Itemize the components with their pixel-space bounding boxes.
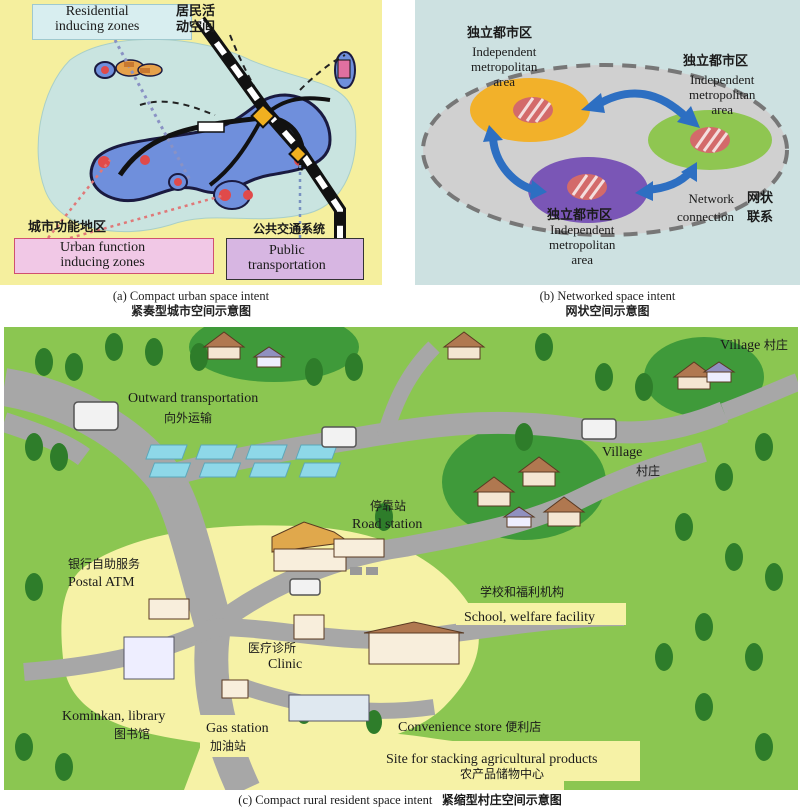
agri-zh: 农产品储物中心 bbox=[460, 767, 545, 781]
gas-en: Gas station bbox=[206, 721, 269, 736]
panel-c-rural: Village 村庄 Outward transportation 向外运输 V… bbox=[4, 327, 798, 790]
caption-c: (c) Compact rural resident space intent … bbox=[0, 793, 800, 808]
network-en: Network connection bbox=[677, 191, 735, 224]
metro-3-zh: 独立都市区 bbox=[547, 208, 613, 223]
library-en: Kominkan, library bbox=[62, 709, 166, 724]
clinic-en: Clinic bbox=[268, 657, 303, 672]
panel-b-networked: 独立都市区 Independent metropolitan area 独立都市… bbox=[415, 0, 800, 285]
library-zh: 图书馆 bbox=[114, 727, 151, 741]
caption-a-en: (a) Compact urban space intent bbox=[112, 289, 270, 303]
caption-b-zh: 网状空间示意图 bbox=[565, 304, 650, 318]
atm-en: Postal ATM bbox=[68, 575, 135, 590]
network-zh: 网状 联系 bbox=[747, 191, 774, 225]
metro-3-en: Independent metropolitan area bbox=[549, 222, 616, 267]
village-top-label: Village 村庄 bbox=[720, 338, 788, 353]
residential-zone-label: Residential inducing zones bbox=[55, 4, 140, 34]
panel-a-compact-urban: Residential inducing zones 居民活 动空间 城市功能地… bbox=[0, 0, 382, 285]
urban-function-label: Urban function inducing zones bbox=[60, 240, 146, 270]
metro-1-zh: 独立都市区 bbox=[467, 26, 533, 41]
public-transport-label: Public transportation bbox=[248, 243, 326, 273]
outward-transport-zh: 向外运输 bbox=[164, 411, 213, 425]
agri-label-box bbox=[372, 741, 640, 781]
agri-en: Site for stacking agricultural products bbox=[386, 752, 598, 767]
road-station-zh: 停靠站 bbox=[370, 499, 407, 513]
urban-function-zh: 城市功能地区 bbox=[28, 220, 107, 235]
school-en: School, welfare facility bbox=[464, 610, 596, 625]
residential-zone-zh: 居民活 动空间 bbox=[176, 4, 216, 35]
road-station-en: Road station bbox=[352, 517, 423, 532]
public-transport-zh: 公共交通系统 bbox=[253, 222, 326, 236]
atm-zh: 银行自助服务 bbox=[68, 557, 141, 571]
panel-b-network bbox=[421, 63, 789, 237]
village-top-en: Village bbox=[720, 338, 761, 353]
public-transport-box bbox=[226, 238, 364, 280]
residential-zone-box bbox=[32, 4, 192, 40]
outward-transport-en: Outward transportation bbox=[128, 391, 259, 406]
gas-label-box bbox=[200, 715, 284, 757]
village-mid-zh: 村庄 bbox=[636, 464, 661, 478]
metro-1-en: Independent metropolitan area bbox=[471, 44, 538, 89]
caption-c-zh: 紧缩型村庄空间示意图 bbox=[441, 793, 562, 807]
store-en: Convenience store bbox=[398, 720, 502, 735]
caption-a-zh: 紧奏型城市空间示意图 bbox=[130, 304, 251, 318]
school-zh: 学校和福利机构 bbox=[480, 585, 565, 599]
village-mid-en: Village bbox=[602, 445, 643, 460]
metro-2-zh: 独立都市区 bbox=[683, 54, 749, 69]
school-label-box bbox=[456, 603, 626, 625]
store-label: Convenience store 便利店 bbox=[398, 720, 541, 735]
clinic-zh: 医疗诊所 bbox=[248, 641, 297, 655]
village-top-zh: 村庄 bbox=[763, 338, 788, 352]
metro-2-en: Independent metropolitan area bbox=[689, 72, 756, 117]
caption-b-en: (b) Networked space intent bbox=[539, 289, 676, 303]
store-zh: 便利店 bbox=[505, 720, 542, 734]
urban-function-box bbox=[14, 238, 214, 274]
gas-zh: 加油站 bbox=[210, 739, 247, 753]
panel-a-map bbox=[37, 16, 357, 240]
caption-c-en: (c) Compact rural resident space intent bbox=[238, 793, 433, 807]
